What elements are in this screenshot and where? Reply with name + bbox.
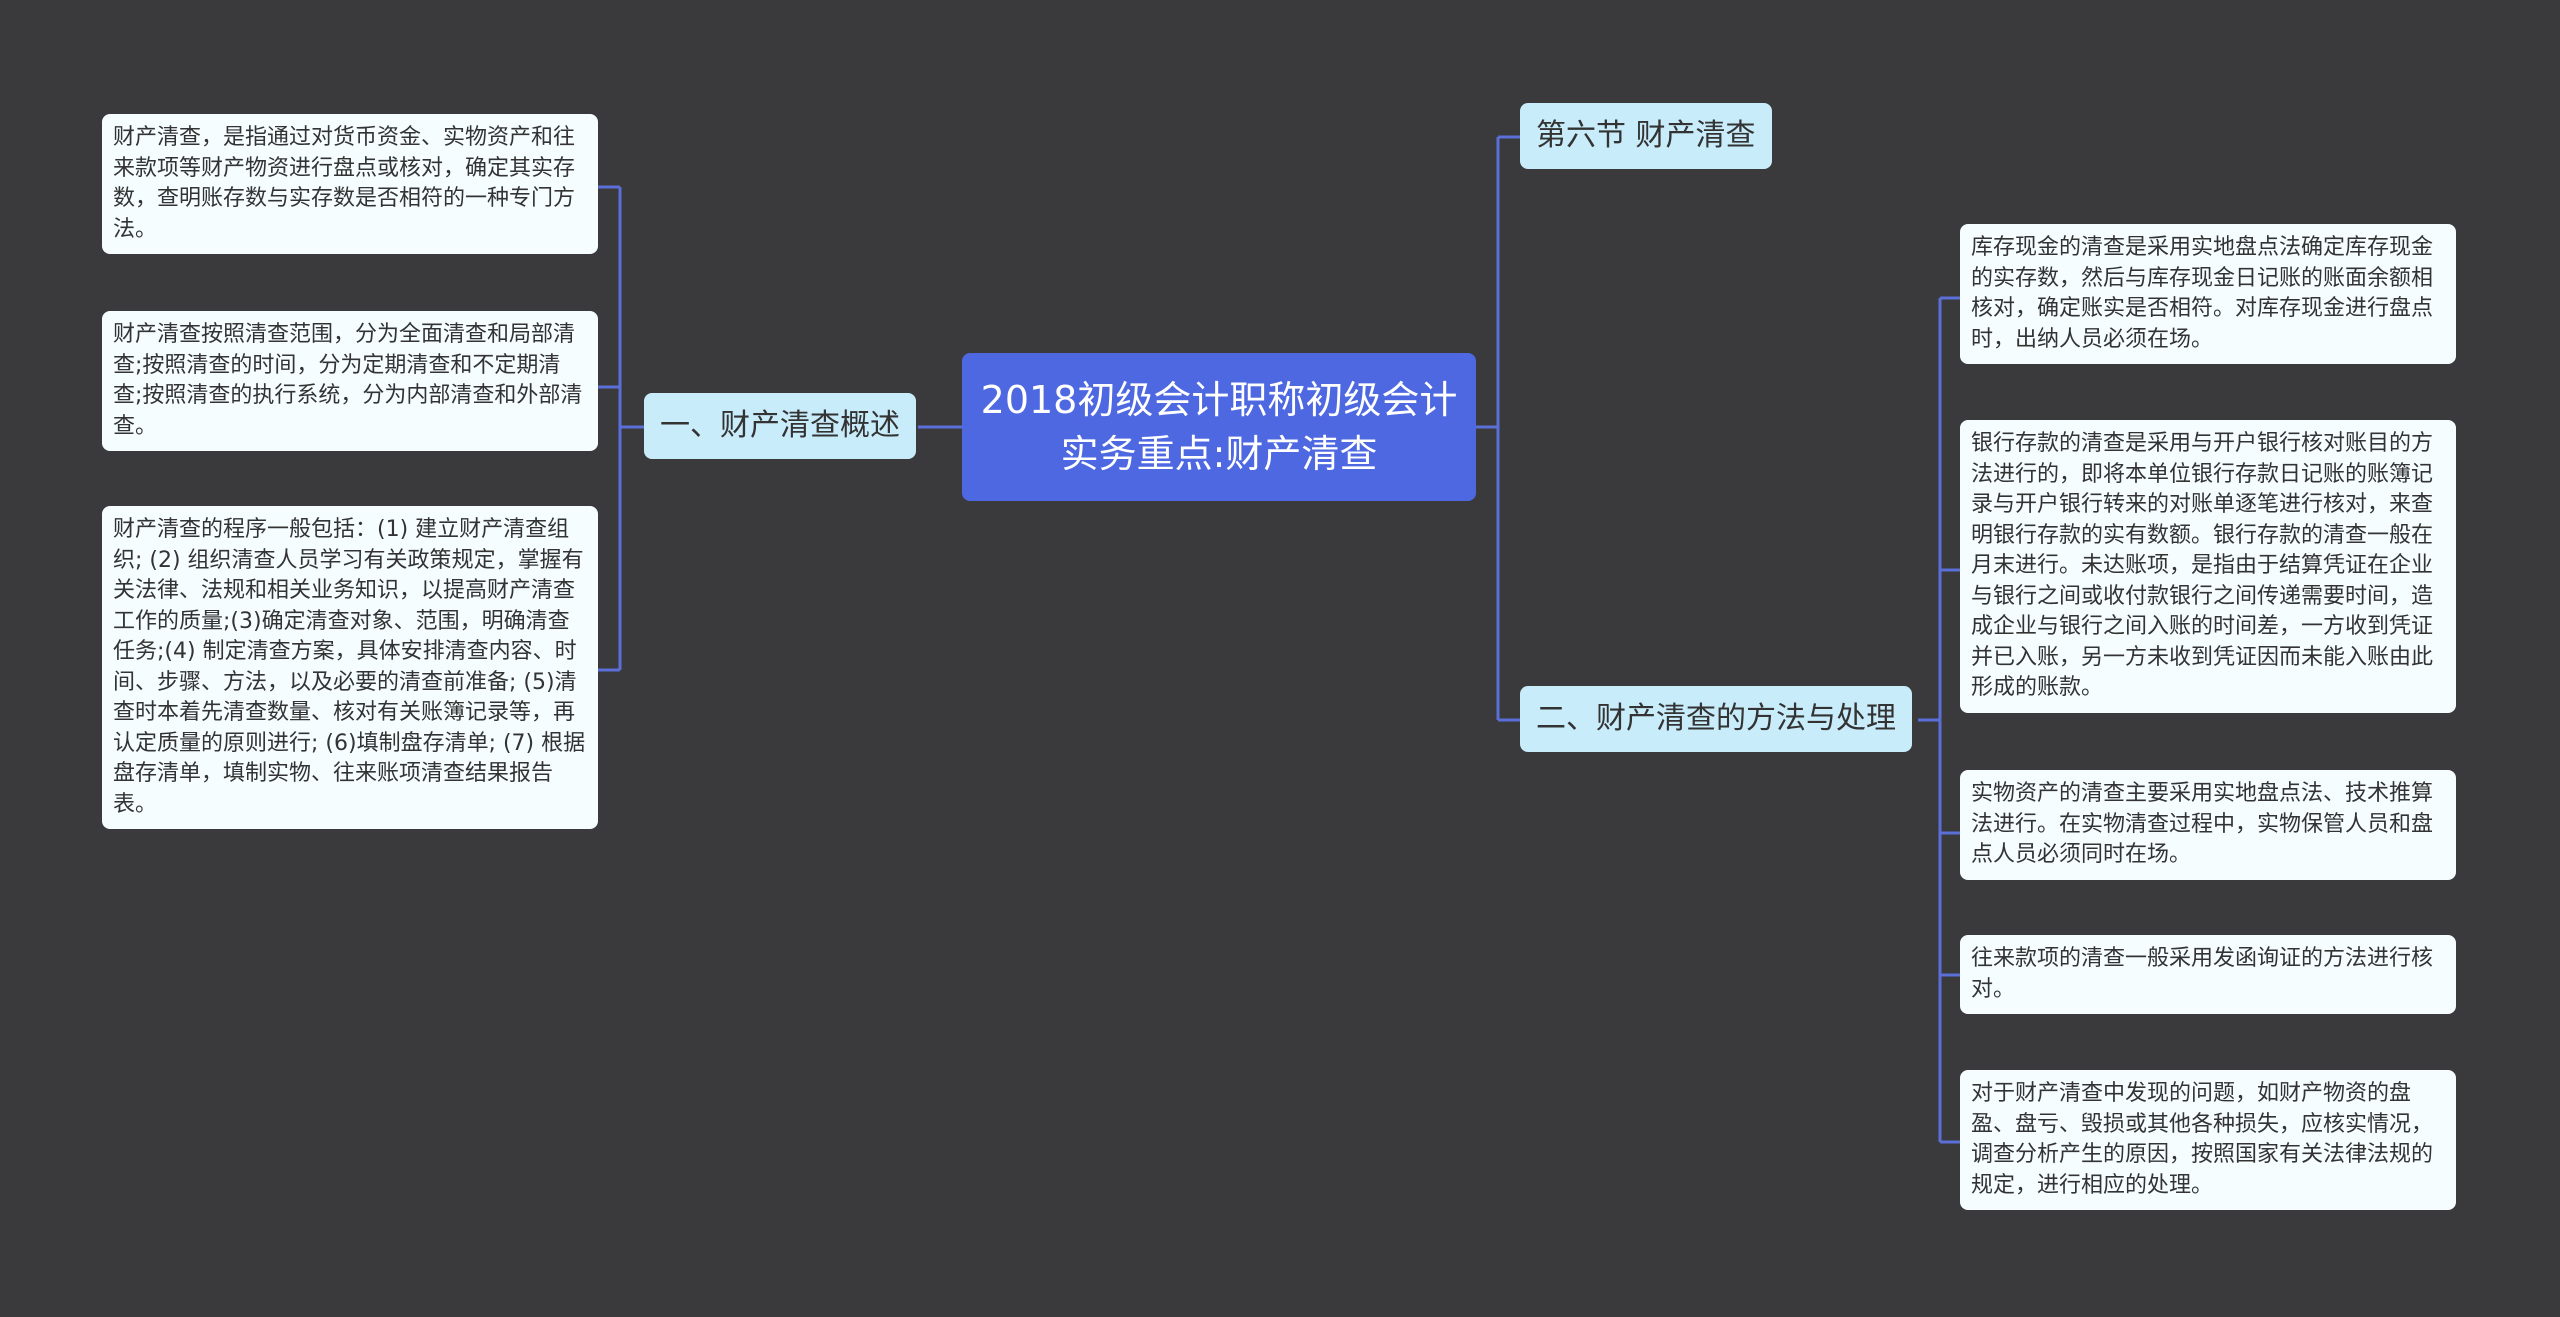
method-item-text: 实物资产的清查主要采用实地盘点法、技术推算法进行。在实物清查过程中，实物保管人员…: [1971, 781, 2434, 867]
root-title: 2018初级会计职称初级会计实务重点:财产清查: [980, 378, 1458, 476]
method-item-physical-assets[interactable]: 实物资产的清查主要采用实地盘点法、技术推算法进行。在实物清查过程中，实物保管人员…: [1960, 770, 2456, 880]
method-item-text: 库存现金的清查是采用实地盘点法确定库存现金的实存数，然后与库存现金日记账的账面余…: [1971, 235, 2434, 352]
overview-item-procedure[interactable]: 财产清查的程序一般包括：(1) 建立财产清查组织; (2) 组织清查人员学习有关…: [102, 506, 598, 829]
method-item-receivables[interactable]: 往来款项的清查一般采用发函询证的方法进行核对。: [1960, 935, 2456, 1014]
method-item-text: 对于财产清查中发现的问题，如财产物资的盘盈、盘亏、毁损或其他各种损失，应核实情况…: [1971, 1081, 2434, 1198]
overview-item-classification[interactable]: 财产清查按照清查范围，分为全面清查和局部清查;按照清查的时间，分为定期清查和不定…: [102, 311, 598, 451]
overview-item-text: 财产清查，是指通过对货币资金、实物资产和往来款项等财产物资进行盘点或核对，确定其…: [113, 125, 576, 242]
branch-methods[interactable]: 二、财产清查的方法与处理: [1520, 686, 1912, 752]
connector-root-right: [1476, 135, 1520, 722]
branch-overview[interactable]: 一、财产清查概述: [644, 393, 916, 459]
branch-section[interactable]: 第六节 财产清查: [1520, 103, 1772, 169]
overview-item-definition[interactable]: 财产清查，是指通过对货币资金、实物资产和往来款项等财产物资进行盘点或核对，确定其…: [102, 114, 598, 254]
method-item-cash[interactable]: 库存现金的清查是采用实地盘点法确定库存现金的实存数，然后与库存现金日记账的账面余…: [1960, 224, 2456, 364]
overview-item-text: 财产清查的程序一般包括：(1) 建立财产清查组织; (2) 组织清查人员学习有关…: [113, 517, 586, 817]
overview-item-text: 财产清查按照清查范围，分为全面清查和局部清查;按照清查的时间，分为定期清查和不定…: [113, 322, 583, 439]
root-node[interactable]: 2018初级会计职称初级会计实务重点:财产清查: [962, 353, 1476, 501]
connector-methods-leaves: [1918, 296, 1960, 1144]
branch-overview-label: 一、财产清查概述: [660, 408, 900, 443]
method-item-bank[interactable]: 银行存款的清查是采用与开户银行核对账目的方法进行的，即将本单位银行存款日记账的账…: [1960, 420, 2456, 713]
method-item-handling[interactable]: 对于财产清查中发现的问题，如财产物资的盘盈、盘亏、毁损或其他各种损失，应核实情况…: [1960, 1070, 2456, 1210]
branch-methods-label: 二、财产清查的方法与处理: [1536, 701, 1896, 736]
branch-section-label: 第六节 财产清查: [1536, 118, 1756, 153]
method-item-text: 银行存款的清查是采用与开户银行核对账目的方法进行的，即将本单位银行存款日记账的账…: [1971, 431, 2434, 700]
method-item-text: 往来款项的清查一般采用发函询证的方法进行核对。: [1971, 946, 2434, 1002]
connector-overview-leaves: [598, 185, 644, 672]
